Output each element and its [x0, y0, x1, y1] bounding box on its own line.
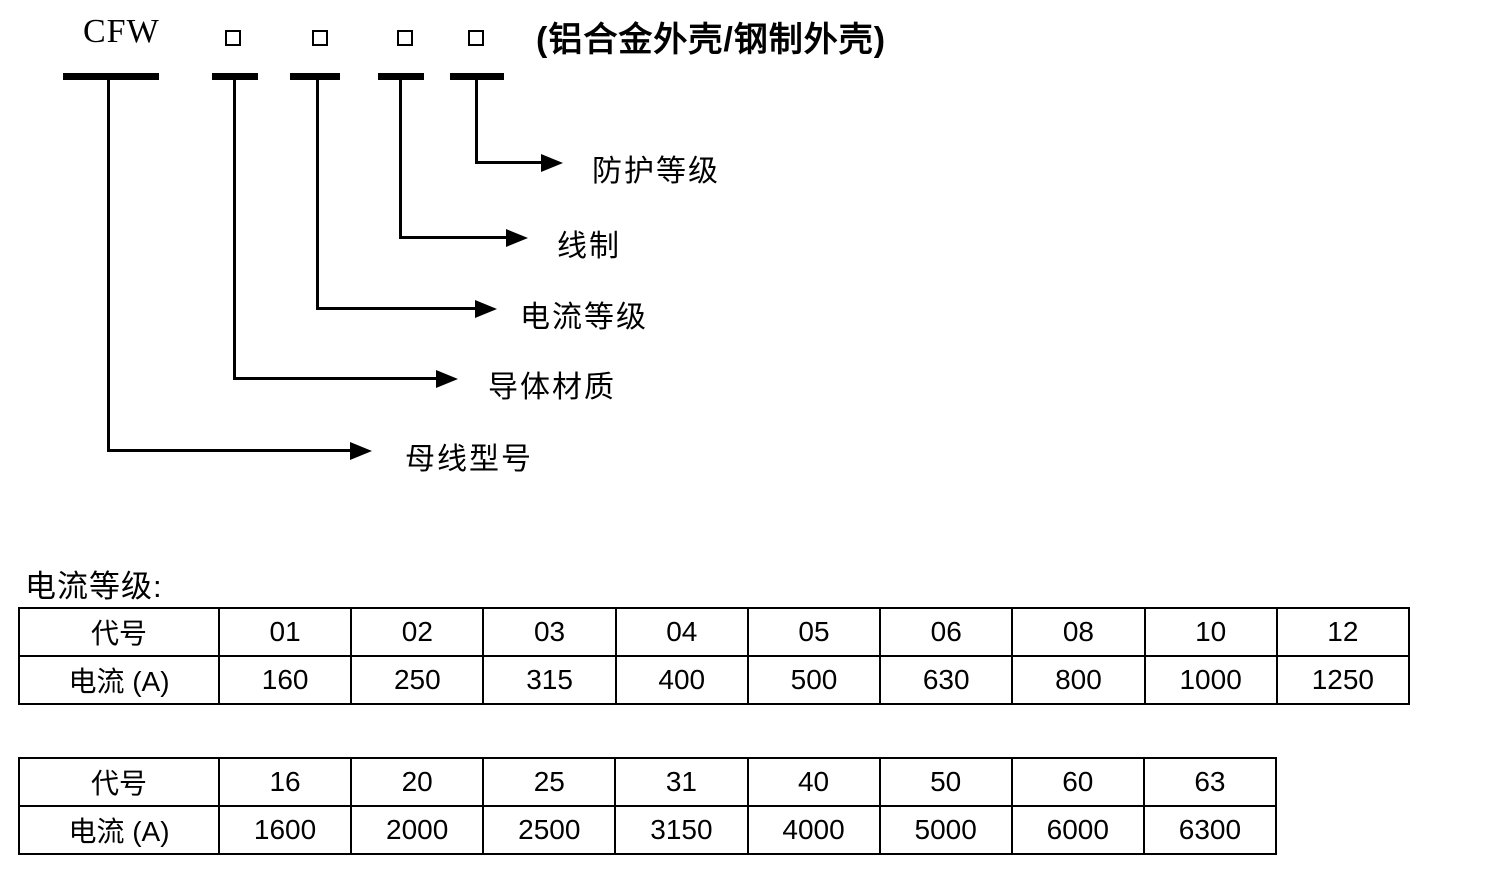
- connector-line-protection: [475, 80, 478, 164]
- connector-line-current-grade: [316, 80, 319, 310]
- placeholder-box-2: [312, 30, 328, 46]
- code-cell: 01: [217, 607, 353, 657]
- underline-bar-wire: [378, 73, 424, 80]
- current-cell: 5000: [878, 805, 1013, 855]
- connector-line-conductor-material: [233, 80, 236, 380]
- code-cell: 20: [350, 757, 485, 807]
- current-cell: 3150: [614, 805, 749, 855]
- current-header-cell: 电流 (A): [18, 655, 220, 705]
- current-cell: 2000: [350, 805, 485, 855]
- current-grade-table-low: 代号 01 02 03 04 05 06 08 10 12 电流 (A) 160…: [18, 607, 1411, 705]
- current-cell: 6300: [1142, 805, 1278, 855]
- current-cell: 250: [350, 655, 485, 705]
- code-cell: 40: [746, 757, 881, 807]
- underline-bar-model: [63, 73, 159, 80]
- code-cell: 03: [482, 607, 617, 657]
- current-grade-table-high: 代号 16 20 25 31 40 50 60 63 电流 (A) 1600 2…: [18, 757, 1278, 855]
- connector-line-busbar-model: [107, 80, 110, 452]
- enclosure-annotation: (铝合金外壳/钢制外壳): [536, 21, 887, 59]
- current-cell: 6000: [1010, 805, 1145, 855]
- code-cell: 60: [1010, 757, 1145, 807]
- code-cell: 50: [878, 757, 1013, 807]
- current-cell: 400: [614, 655, 749, 705]
- code-header-cell: 代号: [18, 607, 220, 657]
- code-header-cell: 代号: [18, 757, 220, 807]
- model-code-text: CFW: [83, 13, 160, 50]
- table-row-codes: 代号 16 20 25 31 40 50 60 63: [18, 757, 1278, 807]
- underline-bar-protection: [450, 73, 504, 80]
- table-row-currents: 电流 (A) 160 250 315 400 500 630 800 1000 …: [18, 655, 1411, 705]
- current-cell: 2500: [482, 805, 617, 855]
- connector-line-wire-system: [399, 236, 506, 239]
- code-cell: 31: [614, 757, 749, 807]
- section-title-current-grade: 电流等级:: [25, 569, 163, 604]
- current-cell: 1600: [217, 805, 353, 855]
- placeholder-box-1: [225, 30, 241, 46]
- code-cell: 12: [1275, 607, 1411, 657]
- current-cell: 4000: [746, 805, 881, 855]
- connector-line-current-grade: [316, 307, 475, 310]
- current-cell: 315: [482, 655, 617, 705]
- label-current-grade: 电流等级: [520, 301, 648, 334]
- code-cell: 04: [614, 607, 749, 657]
- current-header-cell: 电流 (A): [18, 805, 220, 855]
- arrow-right-icon: [350, 442, 372, 460]
- current-cell: 1000: [1143, 655, 1278, 705]
- label-conductor-material: 导体材质: [488, 371, 616, 404]
- placeholder-box-4: [468, 30, 484, 46]
- current-cell: 630: [879, 655, 1014, 705]
- arrow-right-icon: [506, 229, 528, 247]
- table-row-currents: 电流 (A) 1600 2000 2500 3150 4000 5000 600…: [18, 805, 1278, 855]
- code-cell: 08: [1011, 607, 1146, 657]
- code-cell: 02: [350, 607, 485, 657]
- label-wire-system: 线制: [557, 230, 621, 263]
- code-cell: 63: [1142, 757, 1278, 807]
- arrow-right-icon: [541, 154, 563, 172]
- table-row-codes: 代号 01 02 03 04 05 06 08 10 12: [18, 607, 1411, 657]
- current-cell: 800: [1011, 655, 1146, 705]
- code-cell: 25: [482, 757, 617, 807]
- code-cell: 16: [217, 757, 353, 807]
- underline-bar-current: [290, 73, 340, 80]
- arrow-right-icon: [475, 300, 497, 318]
- arrow-right-icon: [436, 370, 458, 388]
- current-cell: 1250: [1275, 655, 1411, 705]
- underline-bar-conductor: [212, 73, 258, 80]
- current-cell: 160: [217, 655, 353, 705]
- code-cell: 10: [1143, 607, 1278, 657]
- connector-line-wire-system: [399, 80, 402, 239]
- label-busbar-model: 母线型号: [405, 443, 533, 476]
- placeholder-box-3: [397, 30, 413, 46]
- current-cell: 500: [746, 655, 882, 705]
- code-cell: 05: [746, 607, 882, 657]
- code-cell: 06: [879, 607, 1014, 657]
- connector-line-conductor-material: [233, 377, 436, 380]
- connector-line-busbar-model: [107, 449, 350, 452]
- label-protection-grade: 防护等级: [592, 155, 720, 188]
- connector-line-protection: [475, 161, 541, 164]
